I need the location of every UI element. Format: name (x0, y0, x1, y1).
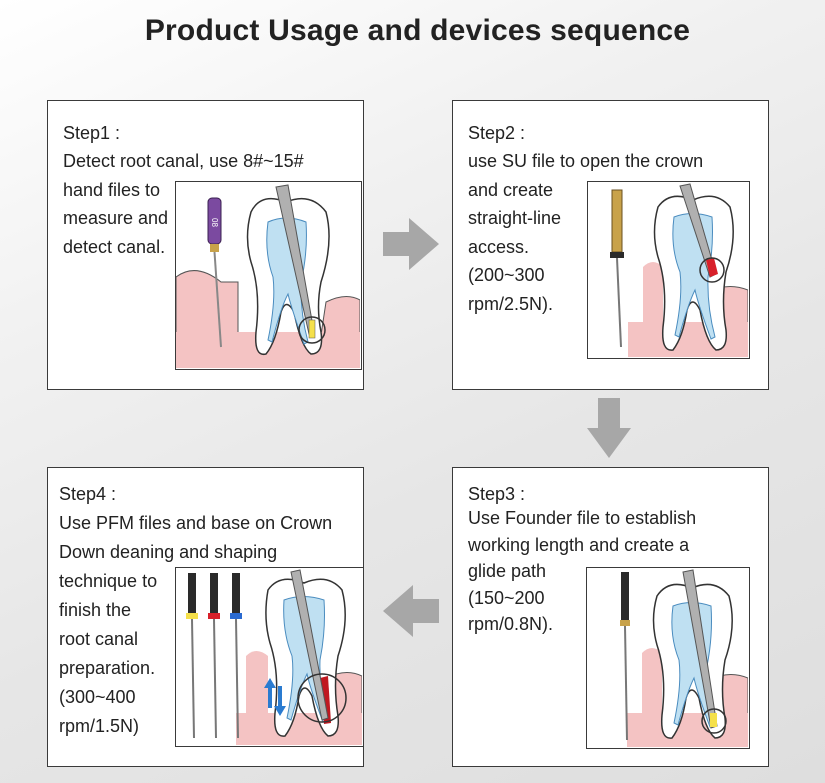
step1-card: Step1 : Detect root canal, use 8#~15# ha… (47, 100, 364, 390)
step2-line: and create (468, 179, 554, 200)
step2-line: (200~300 (468, 265, 545, 285)
svg-text:08: 08 (210, 218, 219, 227)
step3-illustration (586, 567, 750, 749)
arrow-left-icon (383, 585, 439, 637)
step1-line: Detect root canal, use 8#~15# (63, 151, 304, 171)
step1-title: Step1 : (63, 123, 121, 143)
step3-line: Use Founder file to establish (468, 508, 697, 528)
step3-line: working length and create a (468, 534, 690, 555)
arrow-right-icon (383, 218, 439, 270)
step2-illustration (587, 181, 750, 359)
step2-line: rpm/2.5N). (468, 293, 554, 314)
step2-line: access. (468, 236, 530, 257)
step3-line: (150~200 (468, 587, 545, 608)
step4-line: finish the (59, 600, 132, 620)
step4-title: Step4 : (59, 484, 117, 504)
step4-line: technique to (59, 571, 158, 591)
step4-line: root canal (59, 629, 139, 649)
step1-line: measure and (63, 208, 169, 228)
step2-line: use SU file to open the crown (468, 151, 704, 171)
step3-line: rpm/0.8N). (468, 614, 554, 634)
arrow-down-icon (587, 398, 631, 458)
step1-description: Detect root canal, use 8#~15# hand files… (63, 147, 304, 261)
step4-card: Step4 : Use PFM files and base on Crown … (47, 467, 364, 767)
step3-card: Step3 : Use Founder file to establish wo… (452, 467, 769, 767)
step4-line: preparation. (59, 658, 156, 678)
step1-line: detect canal. (63, 236, 166, 257)
step4-line: Use PFM files and base on Crown (59, 513, 333, 533)
step3-line: glide path (468, 561, 547, 581)
step4-line: (300~400 (59, 687, 136, 707)
step2-line: straight-line (468, 208, 562, 228)
step2-description: use SU file to open the crown and create… (468, 147, 703, 318)
page-title: Product Usage and devices sequence (144, 14, 691, 47)
step4-illustration (175, 567, 364, 747)
step1-illustration: 08 (175, 181, 362, 370)
step2-card: Step2 : use SU file to open the crown an… (452, 100, 769, 390)
step3-description: Use Founder file to establish working le… (468, 505, 696, 638)
step3-title: Step3 : (468, 484, 526, 504)
step4-line: rpm/1.5N) (59, 716, 140, 736)
step4-description: Use PFM files and base on Crown Down dea… (59, 509, 332, 741)
step4-line: Down deaning and shaping (59, 542, 278, 562)
step2-title: Step2 : (468, 123, 526, 143)
step1-line: hand files to (63, 179, 161, 200)
